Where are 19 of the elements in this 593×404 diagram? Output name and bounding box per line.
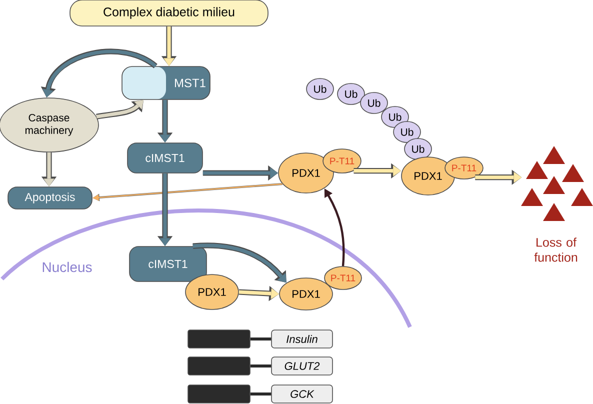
loss-of-function-drawing: Loss of function	[521, 146, 593, 262]
compartment-label: Nucleus	[42, 262, 92, 272]
gene-label-box: GCK	[271, 384, 333, 404]
gene-label-box: Insulin	[271, 330, 333, 348]
protein-box: Apoptosis	[8, 186, 92, 210]
protein-box: cIMST1	[127, 142, 203, 174]
stimulus-box: Complex diabetic milieu	[70, 0, 268, 26]
gene-label-box: GLUT2	[271, 356, 333, 376]
node-label: Loss of function	[534, 238, 578, 262]
block-arrow	[96, 100, 144, 120]
promoter-bar	[188, 356, 250, 376]
block-arrow	[192, 242, 286, 283]
promoter-bar	[188, 384, 250, 404]
protein-box: MST1	[122, 66, 210, 100]
promoter-bar	[188, 330, 250, 348]
connector-line	[250, 392, 272, 396]
connector-line	[250, 364, 272, 368]
protein-box: cIMST1	[129, 246, 207, 282]
connector-line	[250, 338, 272, 340]
